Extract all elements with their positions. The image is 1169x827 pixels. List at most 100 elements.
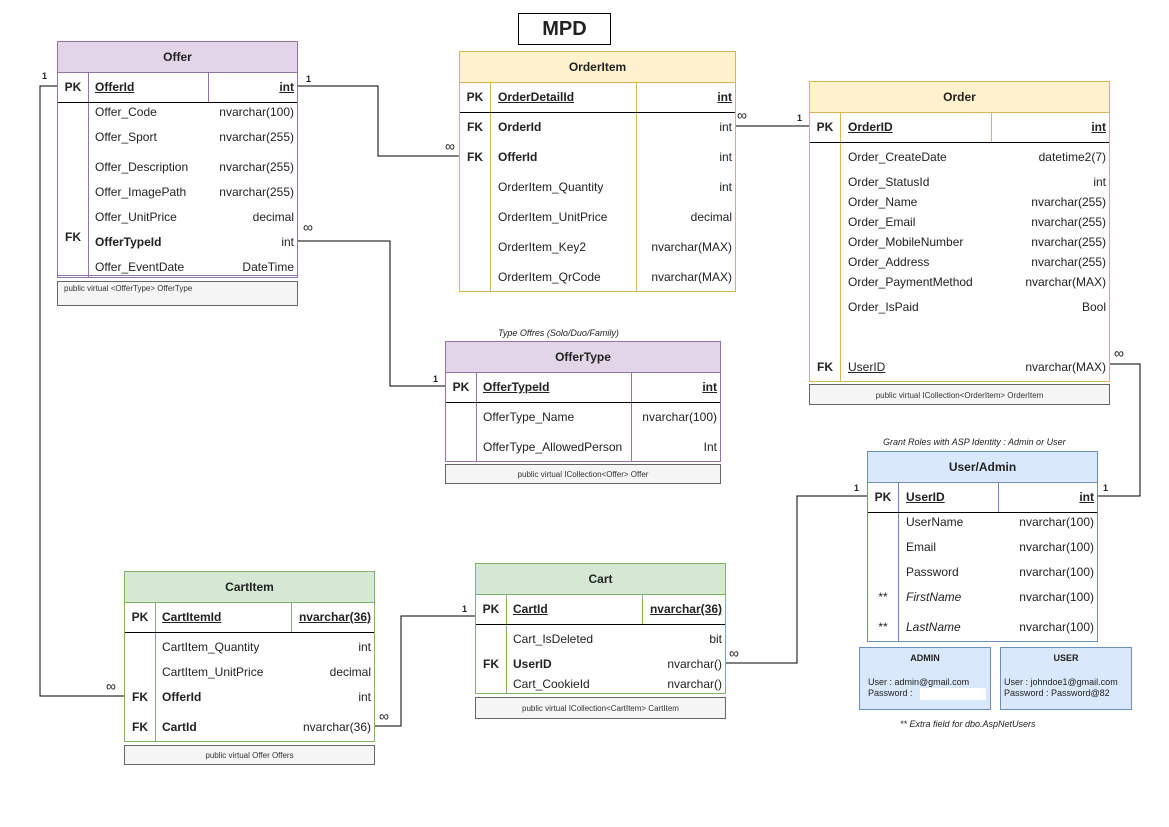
table-user-header: User/Admin <box>868 452 1097 483</box>
user-row-6-type: nvarchar(100) <box>1019 620 1094 634</box>
order-row-2-name: Order_CreateDate <box>848 150 947 164</box>
cartitem-row-3-name: CartItem_UnitPrice <box>162 665 264 679</box>
user-card-title: USER <box>1053 653 1079 663</box>
user-row-4-name: Password <box>906 565 959 579</box>
order-row-4-type: nvarchar(255) <box>1031 195 1106 209</box>
table-offertype-pk-separator <box>446 402 720 403</box>
order-row-6-type: nvarchar(255) <box>1031 235 1106 249</box>
table-order-key-divider <box>840 112 841 381</box>
mult-offer-cart-one: 1 <box>42 71 48 81</box>
cartitem-row-5-key: FK <box>132 720 148 734</box>
cartitem-row-5-name: CartId <box>162 720 197 734</box>
offer-row-6-name: Offer_UnitPrice <box>95 210 177 224</box>
admin-card-user: User : admin@gmail.com <box>868 677 970 687</box>
offer-row-4-type: nvarchar(255) <box>219 160 294 174</box>
table-user-type-divider <box>998 482 999 512</box>
cartitem-row-2-name: CartItem_Quantity <box>162 640 260 654</box>
table-order[interactable]: Order PK OrderID int Order_CreateDate da… <box>809 81 1110 382</box>
table-user[interactable]: User/Admin PK UserID int UserName nvarch… <box>867 451 1098 642</box>
offer-row-4-name: Offer_Description <box>95 160 189 174</box>
table-order-type-divider <box>991 112 992 142</box>
table-cart-footer: public virtual ICollection<CartItem> Car… <box>475 697 726 719</box>
offertype-row-3-name: OfferType_AllowedPerson <box>483 440 623 454</box>
cartitem-row-3-type: decimal <box>329 665 371 679</box>
table-user-pk-separator <box>868 512 1097 513</box>
table-user-key-divider <box>898 482 899 641</box>
orderitem-row-3-key: FK <box>467 150 483 164</box>
table-orderitem-pk-separator <box>460 112 735 113</box>
offer-row-3-name: Offer_Sport <box>95 130 157 144</box>
mult-offer-orderitem-one: 1 <box>306 74 312 84</box>
user-row-6-key: ** <box>878 620 888 634</box>
cartitem-row-4-name: OfferId <box>162 690 202 704</box>
offertype-note: Type Offres (Solo/Duo/Family) <box>498 328 619 338</box>
offer-row-7-name: OfferTypeId <box>95 235 162 249</box>
cart-row-1-type: nvarchar(36) <box>649 602 722 616</box>
user-row-2-type: nvarchar(100) <box>1019 515 1094 529</box>
orderitem-row-3-name: OfferId <box>498 150 538 164</box>
offer-row-8-name: Offer_EventDate <box>95 260 185 274</box>
offer-row-2-type: nvarchar(100) <box>219 105 294 119</box>
cart-row-1-name: CartId <box>513 602 548 616</box>
mult-cartitem-offer-many: ∞ <box>106 678 116 694</box>
table-order-header: Order <box>810 82 1109 113</box>
table-offer-header: Offer <box>58 42 297 73</box>
rel-order-user <box>1097 363 1141 497</box>
table-cart-type-divider <box>642 594 643 624</box>
diagram-title: MPD <box>518 13 611 45</box>
offer-row-1-key: PK <box>64 80 82 94</box>
order-row-3-type: int <box>1093 175 1106 189</box>
cartitem-row-1-type: nvarchar(36) <box>298 610 371 624</box>
offer-row-3-type: nvarchar(255) <box>219 130 294 144</box>
orderitem-row-6-name: OrderItem_Key2 <box>498 240 587 254</box>
orderitem-row-2-type: int <box>719 120 732 134</box>
cart-row-3-type: nvarchar() <box>667 657 722 671</box>
offertype-row-3-type: Int <box>703 440 717 454</box>
order-row-9-type: Bool <box>1081 300 1106 314</box>
table-offertype-footer: public virtual ICollection<Offer> Offer <box>445 464 721 484</box>
user-row-5-type: nvarchar(100) <box>1019 590 1094 604</box>
cartitem-row-5-type: nvarchar(36) <box>302 720 371 734</box>
order-row-9-name: Order_IsPaid <box>848 300 919 314</box>
user-row-1-key: PK <box>874 490 892 504</box>
offer-row-6-type: decimal <box>252 210 294 224</box>
order-row-3-name: Order_StatusId <box>848 175 930 189</box>
cart-row-1-key: PK <box>482 602 500 616</box>
orderitem-row-3-type: int <box>719 150 732 164</box>
table-cartitem-pk-separator <box>125 632 374 633</box>
orderitem-row-1-name: OrderDetailId <box>498 90 575 104</box>
table-orderitem[interactable]: OrderItem PK OrderDetailId int FK OrderI… <box>459 51 736 292</box>
admin-password-redacted <box>920 688 986 700</box>
orderitem-row-1-type: int <box>717 90 732 104</box>
table-offertype-type-divider <box>631 372 632 461</box>
cartitem-row-1-name: CartItemId <box>162 610 222 624</box>
user-row-5-key: ** <box>878 590 888 604</box>
user-card-user: User : johndoe1@gmail.com <box>1004 677 1118 687</box>
cartitem-row-1-key: PK <box>131 610 149 624</box>
cart-row-3-name: UserID <box>513 657 552 671</box>
table-cartitem[interactable]: CartItem PK CartItemId nvarchar(36) Cart… <box>124 571 375 742</box>
cart-row-3-key: FK <box>483 657 499 671</box>
table-offer[interactable]: Offer PK OfferId int Offer_Code nvarchar… <box>57 41 298 278</box>
offer-row-7-type: int <box>281 235 294 249</box>
table-order-pk-separator <box>810 142 1109 143</box>
order-row-10-name: UserID <box>848 360 886 374</box>
mult-orderitem-offer-many: ∞ <box>445 138 455 154</box>
orderitem-row-2-name: OrderId <box>498 120 542 134</box>
table-cart-key-divider <box>506 594 507 693</box>
orderitem-row-4-name: OrderItem_Quantity <box>498 180 604 194</box>
user-row-4-type: nvarchar(100) <box>1019 565 1094 579</box>
rel-offer-orderitem <box>298 85 459 157</box>
table-cart[interactable]: Cart PK CartId nvarchar(36) Cart_IsDelet… <box>475 563 726 694</box>
mult-order-user-many: ∞ <box>1114 345 1124 361</box>
order-row-7-type: nvarchar(255) <box>1031 255 1106 269</box>
orderitem-row-7-type: nvarchar(MAX) <box>651 270 732 284</box>
offertype-row-1-type: int <box>702 380 717 394</box>
mult-user-order-one: 1 <box>1103 483 1109 493</box>
table-offertype[interactable]: OfferType PK OfferTypeId int OfferType_N… <box>445 341 721 462</box>
table-orderitem-key-divider <box>490 82 491 291</box>
offer-row-5-name: Offer_ImagePath <box>95 185 187 199</box>
table-offertype-key-divider <box>476 372 477 461</box>
table-cart-pk-separator <box>476 624 725 625</box>
